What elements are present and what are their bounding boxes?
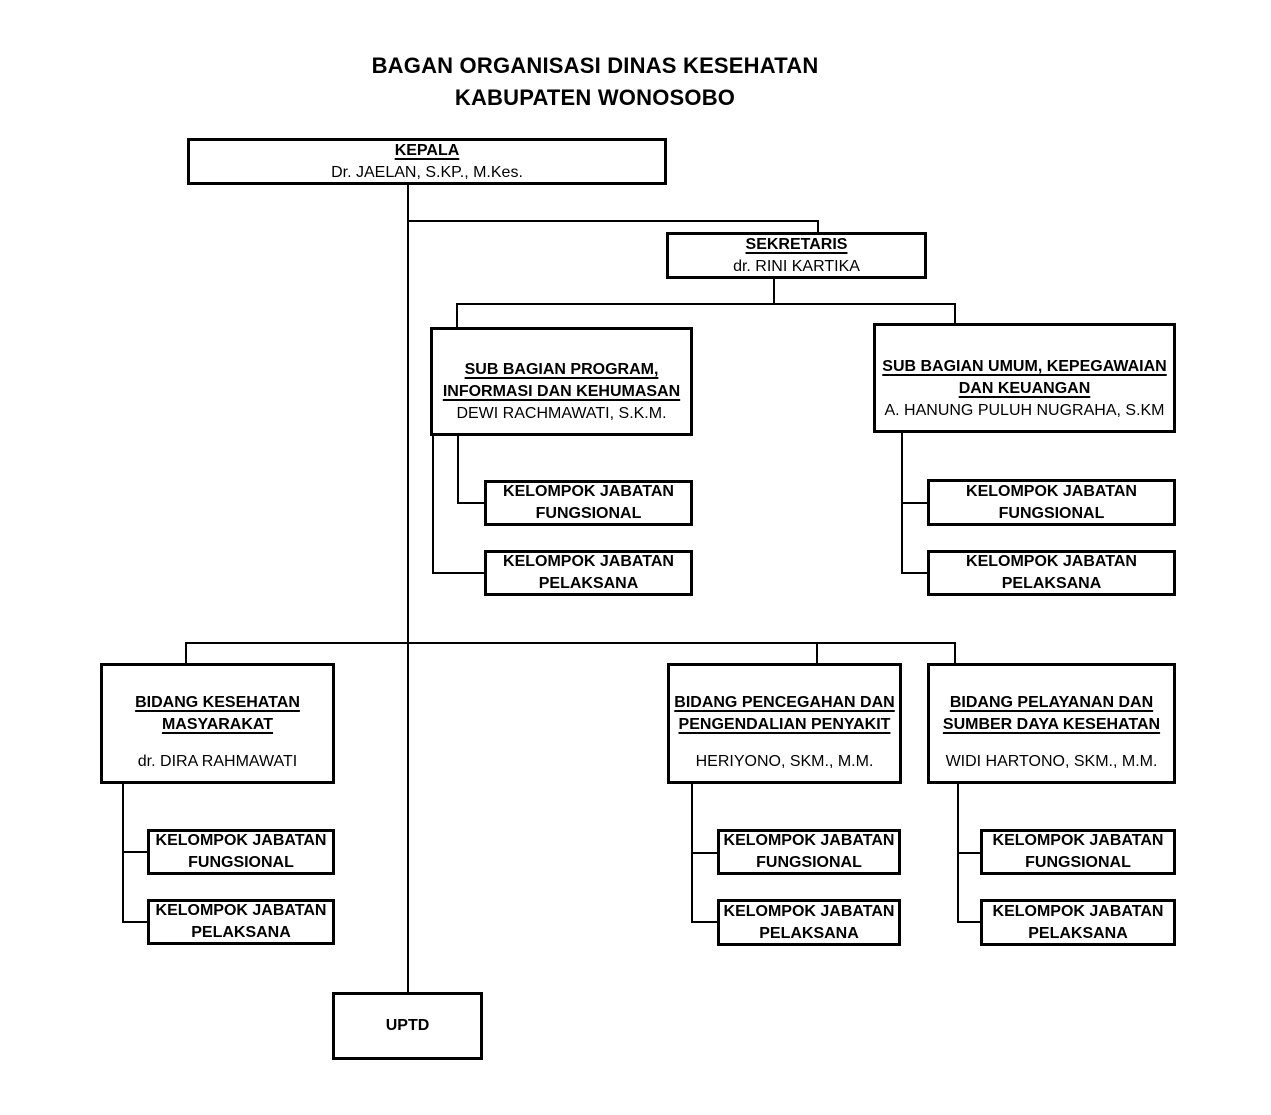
connector-spine [407,185,409,992]
node-uptd: UPTD [332,992,483,1060]
kelompok-fungsional-line1: KELOMPOK JABATAN [966,482,1137,500]
kelompok-pelaksana-line2: PELAKSANA [538,575,639,592]
node-sub-bagian-program-title-line2: INFORMASI DAN KEHUMASAN [442,383,681,400]
node-sub-bagian-umum-title-line1: SUB BAGIAN UMUM, KEPEGAWAIAN [882,358,1167,375]
node-p2p-kelompok-fungsional: KELOMPOK JABATAN FUNGSIONAL [717,829,901,875]
kelompok-fungsional-line2: FUNGSIONAL [188,854,294,871]
connector-subbagian-drop-left [456,303,458,329]
node-uptd-title: UPTD [385,1017,430,1034]
kelompok-fungsional-line2: FUNGSIONAL [535,505,642,522]
node-sub-bagian-program-name: DEWI RACHMAWATI, S.K.M. [456,405,667,422]
node-bidang-kesmas-title-line2: MASYARAKAT [161,716,274,733]
node-kesmas-kelompok-fungsional: KELOMPOK JABATAN FUNGSIONAL [147,829,335,875]
node-bidang-pelayanan: BIDANG PELAYANAN DAN SUMBER DAYA KESEHAT… [927,663,1176,784]
node-kepala-name: Dr. JAELAN, S.KP., M.Kes. [331,163,523,181]
node-sub-bagian-umum: SUB BAGIAN UMUM, KEPEGAWAIAN DAN KEUANGA… [873,323,1176,433]
connector-program-kelompok-vertical-outer [432,434,434,574]
node-sub-bagian-program: SUB BAGIAN PROGRAM, INFORMASI DAN KEHUMA… [430,327,693,436]
node-bidang-p2p-name: HERIYONO, SKM., M.M. [695,753,874,770]
node-sub-bagian-umum-title-line2: DAN KEUANGAN [958,380,1091,397]
page-title-line1: BAGAN ORGANISASI DINAS KESEHATAN [371,53,819,78]
connector-bidang-drop-right [954,642,956,665]
connector-p2p-pelaksana-stub [691,921,719,923]
kelompok-pelaksana-line1: KELOMPOK JABATAN [966,553,1137,570]
kelompok-pelaksana-line1: KELOMPOK JABATAN [992,902,1164,920]
connector-bidang-drop-middle [816,642,818,665]
node-bidang-p2p-title-line1: BIDANG PENCEGAHAN DAN [674,694,895,711]
node-bidang-kesmas-name: dr. DIRA RAHMAWATI [137,753,298,770]
connector-sekretaris-drop [817,220,819,234]
connector-sekretaris-down [773,279,775,305]
connector-program-kelompok-vertical-inner [457,434,459,504]
node-sub-bagian-program-title-line1: SUB BAGIAN PROGRAM, [464,361,659,378]
kelompok-fungsional-line1: KELOMPOK JABATAN [723,832,895,849]
kelompok-fungsional-line2: FUNGSIONAL [998,504,1105,522]
connector-program-fungsional-stub [457,502,485,504]
node-bidang-yankes-name: WIDI HARTONO, SKM., M.M. [945,753,1158,770]
node-bidang-pencegahan: BIDANG PENCEGAHAN DAN PENGENDALIAN PENYA… [667,663,902,784]
node-bidang-kesmas-title-line1: BIDANG KESEHATAN [135,694,300,711]
connector-bidang-drop-left [185,642,187,665]
kelompok-pelaksana-line2: PELAKSANA [191,924,291,941]
node-kepala-title: KEPALA [394,141,460,159]
node-umum-kelompok-fungsional: KELOMPOK JABATAN FUNGSIONAL [927,479,1176,526]
kelompok-pelaksana-line1: KELOMPOK JABATAN [155,902,327,919]
connector-kesmas-fungsional-stub [122,851,149,853]
connector-subbagian-horizontal [456,303,956,305]
node-bidang-yankes-title-line2: SUMBER DAYA KESEHATAN [942,716,1161,733]
page-title-line2: KABUPATEN WONOSOBO [454,85,736,110]
node-sekretaris: SEKRETARIS dr. RINI KARTIKA [666,232,927,279]
node-umum-kelompok-pelaksana: KELOMPOK JABATAN PELAKSANA [927,550,1176,596]
connector-yankes-fungsional-stub [957,852,982,854]
node-p2p-kelompok-pelaksana: KELOMPOK JABATAN PELAKSANA [717,899,901,946]
connector-umum-fungsional-stub [901,502,929,504]
kelompok-fungsional-line1: KELOMPOK JABATAN [155,832,327,849]
connector-kesmas-pelaksana-stub [122,921,149,923]
connector-bidang-horizontal [185,642,956,644]
node-program-kelompok-fungsional: KELOMPOK JABATAN FUNGSIONAL [484,480,693,526]
kelompok-fungsional-line2: FUNGSIONAL [756,854,862,871]
kelompok-fungsional-line1: KELOMPOK JABATAN [992,832,1164,849]
connector-umum-pelaksana-stub [901,572,929,574]
node-bidang-kesehatan-masyarakat: BIDANG KESEHATAN MASYARAKAT dr. DIRA RAH… [100,663,335,784]
node-bidang-p2p-title-line2: PENGENDALIAN PENYAKIT [678,716,891,733]
connector-sekretaris-horizontal [407,220,819,222]
kelompok-fungsional-line2: FUNGSIONAL [1025,854,1131,871]
connector-yankes-pelaksana-stub [957,921,982,923]
kelompok-pelaksana-line1: KELOMPOK JABATAN [503,553,674,570]
node-kesmas-kelompok-pelaksana: KELOMPOK JABATAN PELAKSANA [147,899,335,945]
node-yankes-kelompok-pelaksana: KELOMPOK JABATAN PELAKSANA [980,899,1176,946]
node-bidang-yankes-title-line1: BIDANG PELAYANAN DAN [949,694,1154,711]
node-kepala: KEPALA Dr. JAELAN, S.KP., M.Kes. [187,138,667,185]
node-sekretaris-title: SEKRETARIS [745,235,848,253]
node-program-kelompok-pelaksana: KELOMPOK JABATAN PELAKSANA [484,550,693,596]
node-yankes-kelompok-fungsional: KELOMPOK JABATAN FUNGSIONAL [980,829,1176,875]
node-sekretaris-name: dr. RINI KARTIKA [733,257,860,275]
kelompok-pelaksana-line2: PELAKSANA [1001,575,1102,592]
connector-program-pelaksana-stub [432,572,485,574]
node-sub-bagian-umum-name: A. HANUNG PULUH NUGRAHA, S.KM [884,402,1165,419]
connector-subbagian-drop-right [954,303,956,325]
kelompok-pelaksana-line2: PELAKSANA [1028,924,1128,942]
kelompok-fungsional-line1: KELOMPOK JABATAN [503,483,674,500]
page-title: BAGAN ORGANISASI DINAS KESEHATAN KABUPAT… [345,50,845,114]
kelompok-pelaksana-line2: PELAKSANA [759,924,859,942]
connector-p2p-fungsional-stub [691,852,719,854]
kelompok-pelaksana-line1: KELOMPOK JABATAN [723,902,895,920]
